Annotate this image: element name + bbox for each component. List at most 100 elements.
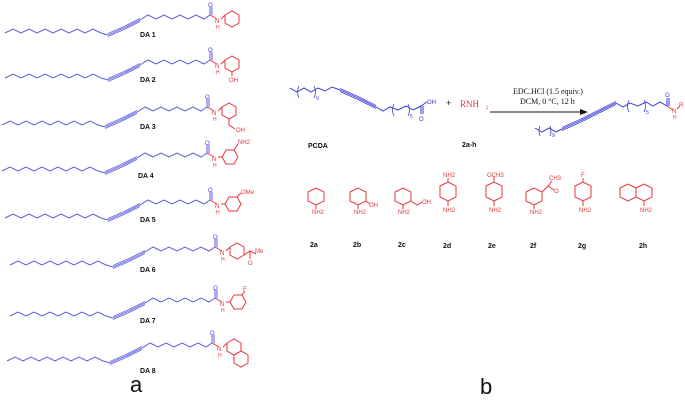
compound-da1: O N H DA 1 [4,3,240,39]
svg-text:Me: Me [255,249,264,255]
panel-a: O N H DA 1 O N H OH DA 2 O N H [0,0,290,403]
amine-structures: NH2 NH2 OH NH2 OH NH2 NH2 OCH3 NH2 NH2 C… [312,173,653,216]
diacetylene-series-diagram: O N H DA 1 O N H OH DA 2 O N H [1,3,264,375]
svg-text:2a: 2a [310,242,318,249]
svg-text:NH2: NH2 [312,210,325,216]
svg-text:OH: OH [236,128,245,134]
svg-text:NH2: NH2 [443,208,456,214]
svg-text:2e: 2e [488,243,496,250]
svg-text:2b: 2b [353,242,361,249]
phenyl-ring [224,10,240,28]
reaction-arrow: EDC.HCl (1.5 equiv.) DCM, 0 °C, 12 h [490,87,588,115]
svg-text:O: O [554,189,559,195]
svg-text:2: 2 [486,106,489,111]
svg-text:N: N [215,19,219,25]
svg-text:N: N [215,64,219,70]
svg-text:R: R [679,103,684,109]
svg-text:CH3: CH3 [549,176,562,182]
svg-text:O: O [208,48,213,54]
compound-da5: O N H OMe DA 5 [4,188,255,224]
svg-text:2h: 2h [639,243,647,250]
svg-text:OH: OH [369,203,378,209]
svg-text:NH2: NH2 [443,173,456,179]
svg-text:NH2: NH2 [489,208,502,214]
svg-text:NH2: NH2 [398,210,411,216]
svg-text:H: H [213,117,217,123]
compound-label: DA 1 [140,32,156,39]
compound-da8: O N H DA 8 [6,331,249,375]
svg-text:NH2: NH2 [530,210,543,216]
svg-text:DA 3: DA 3 [140,124,156,131]
svg-text:F: F [243,287,247,293]
panel-b-label: b [480,374,493,399]
svg-text:OCH3: OCH3 [487,173,504,179]
svg-text:NH2: NH2 [640,208,653,214]
svg-text:9: 9 [316,96,319,102]
compound-da6: O N H O Me DA 6 [9,235,264,274]
compound-da2: O N H OH DA 2 [4,48,240,84]
svg-text:5: 5 [646,110,649,116]
conditions-line2: DCM, 0 °C, 12 h [520,97,575,106]
svg-text:N: N [212,157,216,163]
svg-text:O: O [205,141,210,147]
svg-text:O: O [665,93,670,99]
svg-text:NH2: NH2 [579,208,592,214]
svg-text:2d: 2d [443,243,451,250]
conditions-line1: EDC.HCl (1.5 equiv.) [513,87,583,96]
svg-text:DA 5: DA 5 [140,217,156,224]
svg-text:9: 9 [552,133,555,139]
compound-da4: O N H NH2 DA 4 [1,140,251,180]
svg-text:O: O [208,188,213,194]
svg-text:O: O [210,331,215,337]
svg-text:N: N [672,109,676,115]
svg-text:OH: OH [229,78,238,84]
svg-text:H: H [216,25,220,31]
svg-text:2g: 2g [578,243,586,250]
svg-text:H: H [221,308,225,314]
synthesis-scheme: 9 5 O OH PCDA + RNH 2 2a-h EDC.HCl (1.5 [289,85,684,250]
svg-text:N: N [217,347,221,353]
svg-text:DA 8: DA 8 [140,368,156,375]
svg-text:NH2: NH2 [238,140,251,146]
svg-text:N: N [220,302,224,308]
svg-text:H: H [221,257,225,263]
svg-text:O: O [205,95,210,101]
svg-text:DA 2: DA 2 [140,77,156,84]
svg-text:O: O [208,3,213,9]
svg-text:OH: OH [422,200,431,206]
svg-text:H: H [213,163,217,169]
svg-text:DA 4: DA 4 [138,173,154,180]
pcda-label: PCDA [308,143,328,150]
panel-b: 9 5 O OH PCDA + RNH 2 2a-h EDC.HCl (1.5 [289,0,685,403]
plus-sign: + [446,98,451,108]
svg-text:O: O [419,117,424,123]
svg-text:OMe: OMe [241,190,255,196]
svg-text:H: H [216,210,220,216]
svg-text:N: N [220,251,224,257]
svg-text:H: H [673,115,677,121]
svg-text:O: O [213,235,218,241]
svg-text:F: F [581,173,585,179]
svg-text:DA 6: DA 6 [140,267,156,274]
svg-text:N: N [215,204,219,210]
svg-text:RNH: RNH [460,99,480,109]
product-structure: 9 5 O N H R [534,93,684,139]
svg-text:H: H [216,70,220,76]
svg-text:H: H [218,353,222,359]
svg-text:NH2: NH2 [354,210,367,216]
compound-da3: O N H OH DA 3 [1,95,245,134]
svg-text:O: O [213,286,218,292]
panel-a-label: a [130,372,143,397]
amine-reagent: RNH 2 2a-h [460,99,489,149]
svg-text:2c: 2c [398,242,406,249]
svg-text:2f: 2f [530,243,537,250]
compound-da7: O N H F DA 7 [9,286,247,325]
svg-text:OH: OH [427,100,436,106]
svg-text:N: N [212,111,216,117]
svg-text:O: O [248,261,253,267]
svg-text:DA 7: DA 7 [140,318,156,325]
pcda-structure: 9 5 O OH PCDA [289,85,436,150]
svg-text:2a-h: 2a-h [462,142,476,149]
svg-text:5: 5 [410,114,413,120]
amine-labels: 2a 2b 2c 2d 2e 2f 2g 2h [310,242,647,250]
